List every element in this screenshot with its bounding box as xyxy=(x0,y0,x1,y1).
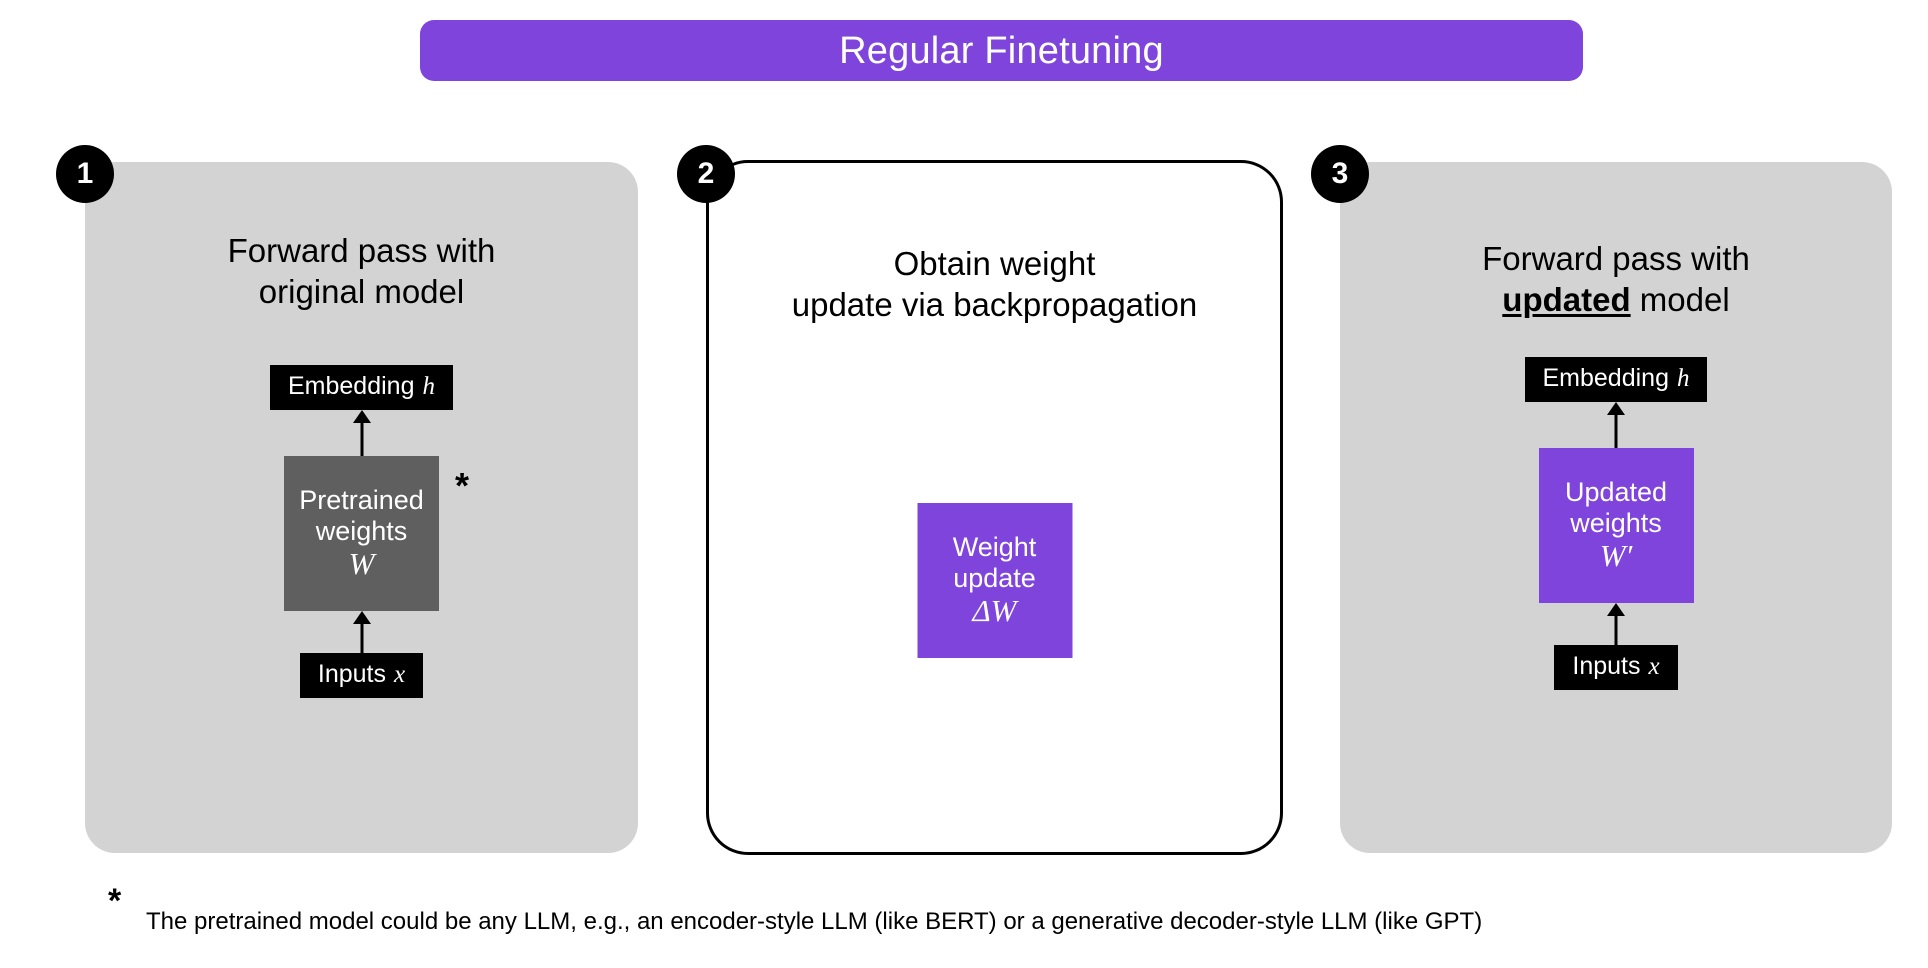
panel-2-heading-line-2: update via backpropagation xyxy=(791,286,1198,324)
weight-update-box: Weight update ΔW xyxy=(917,503,1072,658)
embedding-label-1: Embedding xyxy=(288,372,415,400)
panel-1-heading-line-1: Forward pass with xyxy=(227,232,496,269)
arrow-head xyxy=(352,611,371,624)
panel-2-heading: Obtain weight update via backpropagation xyxy=(709,243,1280,326)
arrow-head xyxy=(352,410,371,423)
panel-step-1: Forward pass with original model Embeddi… xyxy=(85,162,638,853)
step-badge-1-number: 1 xyxy=(76,157,94,190)
arrow-head xyxy=(1607,402,1625,415)
inputs-symbol-1: x xyxy=(394,661,406,688)
weight-update-line-2: update xyxy=(953,562,1036,593)
embedding-symbol-1: h xyxy=(422,373,435,400)
panel-1-heading-line-2: original model xyxy=(258,273,465,311)
step-badge-2-number: 2 xyxy=(697,157,715,190)
updated-weights-line-2: weights xyxy=(1570,507,1662,538)
arrow-up-icon-weights-to-embedding-3 xyxy=(1607,402,1625,448)
weight-update-line-1: Weight xyxy=(952,532,1037,563)
arrow-shaft xyxy=(1614,612,1618,645)
panel-3-heading-emphasis: updated xyxy=(1502,281,1631,319)
footnote-text: The pretrained model could be any LLM, e… xyxy=(146,908,1483,935)
updated-weights-line-1: Updated xyxy=(1564,477,1668,508)
pretrained-weights-box: Pretrained weights W xyxy=(284,456,439,611)
pretrained-weights-line-2: weights xyxy=(315,515,408,546)
step-badge-2: 2 xyxy=(677,145,735,203)
arrow-head xyxy=(1607,603,1625,616)
panel-step-3: Forward pass with updated model Embeddin… xyxy=(1340,162,1892,853)
arrow-shaft xyxy=(1614,411,1618,448)
page-title: Regular Finetuning xyxy=(839,29,1164,72)
embedding-box-3: Embedding h xyxy=(1524,357,1708,402)
diagram-title-banner: Regular Finetuning xyxy=(420,20,1583,81)
panel-2-heading-line-1: Obtain weight xyxy=(893,245,1096,282)
footnote-marker-icon-weights: * xyxy=(455,465,470,506)
inputs-symbol-3: x xyxy=(1648,653,1660,680)
arrow-shaft xyxy=(360,620,363,653)
step-badge-1: 1 xyxy=(56,145,114,203)
updated-weights-box: Updated weights W′ xyxy=(1538,448,1694,603)
embedding-box-1: Embedding h xyxy=(270,365,453,410)
arrow-up-icon-inputs-to-weights-3 xyxy=(1607,603,1625,645)
panel-1-heading: Forward pass with original model xyxy=(85,230,638,313)
pretrained-weights-line-1: Pretrained xyxy=(299,485,424,516)
embedding-label-3: Embedding xyxy=(1542,364,1669,392)
embedding-symbol-3: h xyxy=(1676,365,1690,392)
arrow-up-icon-inputs-to-weights-1 xyxy=(352,611,371,653)
inputs-label-3: Inputs xyxy=(1572,652,1641,680)
inputs-label-1: Inputs xyxy=(317,660,386,688)
step-badge-3: 3 xyxy=(1311,145,1369,203)
panel-3-heading: Forward pass with updated model xyxy=(1340,238,1892,321)
footnote-marker-icon: * xyxy=(108,882,122,920)
panel-step-2: Obtain weight update via backpropagation… xyxy=(706,160,1283,855)
arrow-shaft xyxy=(360,419,363,456)
panel-3-heading-line-2: updated model xyxy=(1340,279,1892,320)
updated-weights-symbol: W′ xyxy=(1599,537,1633,573)
weight-update-symbol: ΔW xyxy=(972,592,1017,628)
panel-3-heading-line-1: Forward pass with xyxy=(1482,240,1750,277)
step-badge-3-number: 3 xyxy=(1331,157,1349,190)
arrow-up-icon-weights-to-embedding-1 xyxy=(352,410,371,456)
panel-3-heading-suffix: model xyxy=(1630,281,1730,319)
pretrained-weights-symbol: W xyxy=(348,545,375,581)
